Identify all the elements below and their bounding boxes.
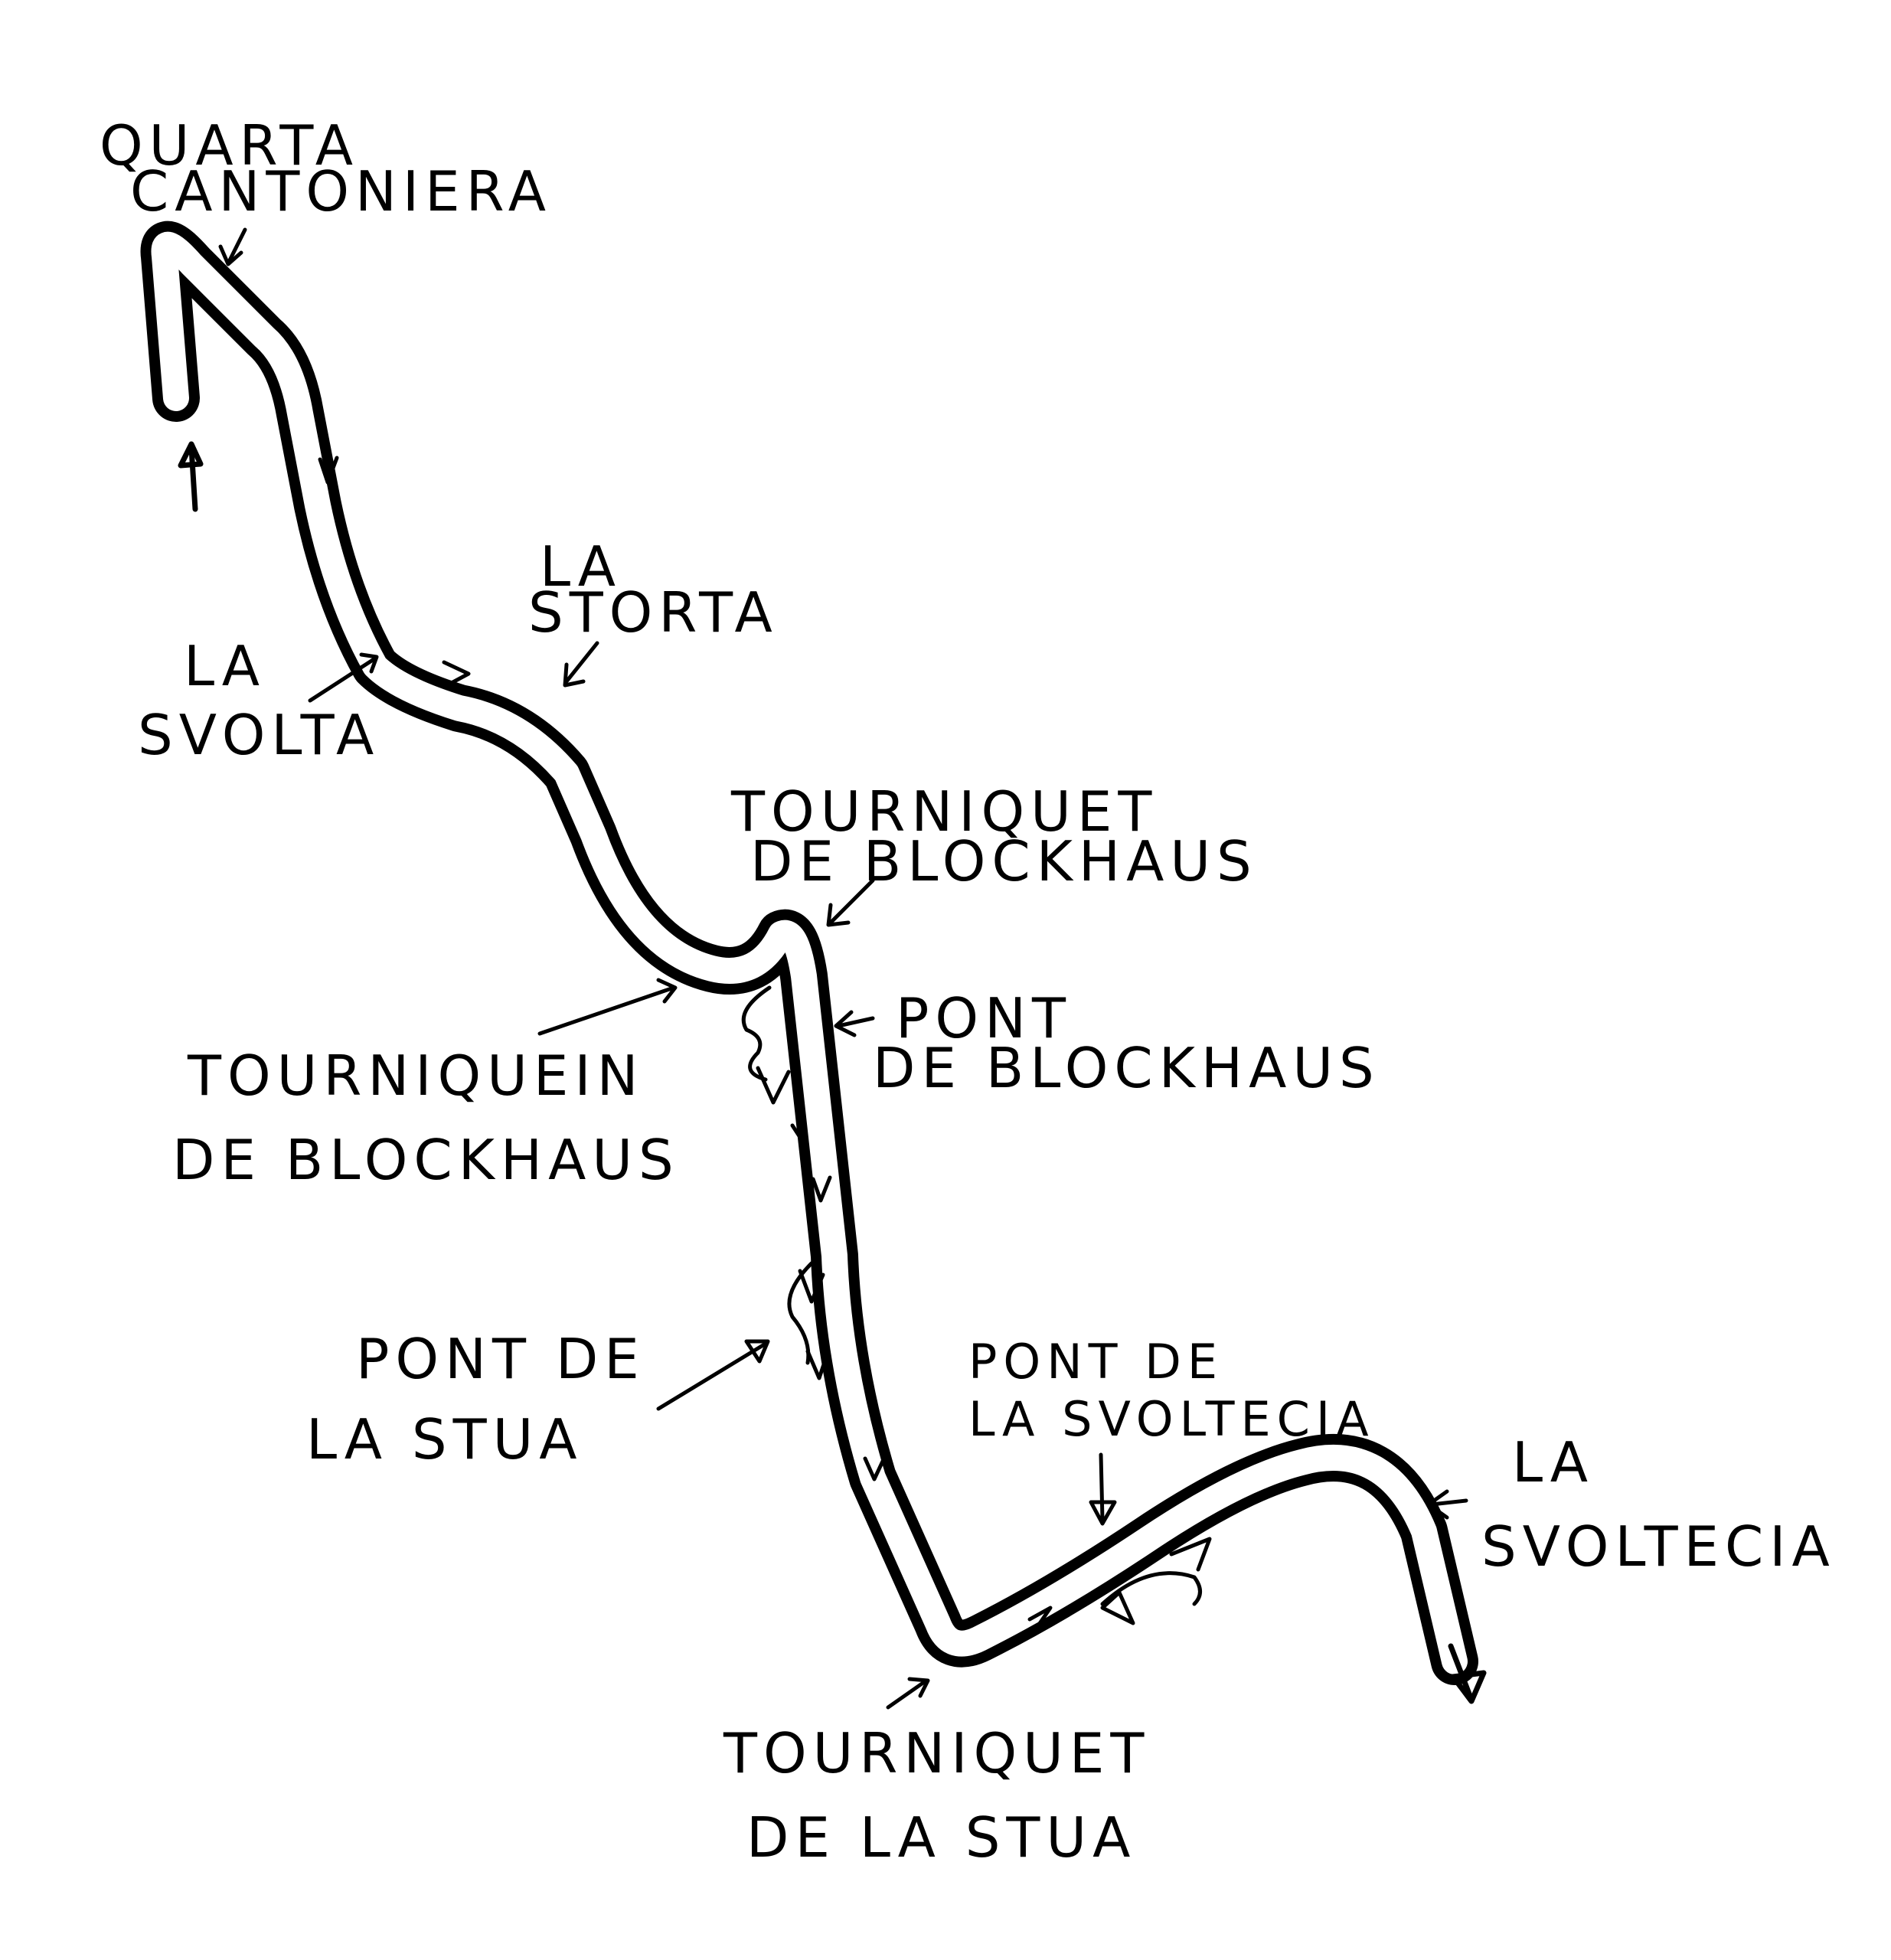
label-tourniquet-blockhaus-2: DE BLOCKHAUS — [750, 829, 1258, 893]
label-quarta-cantoniera-1: QUARTA — [100, 113, 359, 178]
label-la-svolta-2: SVOLTA — [138, 703, 380, 767]
label-tourniquein-blockhaus-1: TOURNIQUEIN — [187, 1044, 644, 1108]
label-pont-blockhaus-2: DE BLOCKHAUS — [873, 1036, 1380, 1100]
pointer-arrows — [218, 227, 1468, 1710]
label-la-storta-1: LA — [540, 534, 622, 599]
label-la-svoltecia-1: LA — [1512, 1430, 1594, 1494]
bridge-marks — [741, 985, 1212, 1625]
label-la-storta-2: STORTA — [528, 580, 779, 645]
label-quarta-cantoniera-2: CANTONIERA — [130, 159, 552, 224]
road — [140, 221, 1478, 1685]
label-tourniquet-de-la-stua-2: DE LA STUA — [746, 1805, 1136, 1870]
label-pont-de-la-svoltecia-1: PONT DE — [968, 1334, 1223, 1390]
label-pont-blockhaus-1: PONT — [896, 986, 1072, 1050]
map-labels: QUARTA CANTONIERA LA STORTA LA SVOLTA TO… — [100, 113, 1836, 1870]
label-tourniquet-de-la-stua-1: TOURNIQUET — [723, 1721, 1150, 1785]
start-arrow-icon — [178, 441, 204, 512]
label-tourniquein-blockhaus-2: DE BLOCKHAUS — [172, 1128, 680, 1192]
end-arrow-icon — [1448, 1643, 1487, 1704]
label-pont-de-la-svoltecia-2: LA SVOLTECIA — [968, 1391, 1375, 1447]
label-la-svoltecia-2: SVOLTECIA — [1481, 1514, 1836, 1579]
direction-arrows — [318, 456, 1053, 1635]
label-la-svolta-1: LA — [184, 634, 266, 698]
label-tourniquet-blockhaus-1: TOURNIQUET — [730, 779, 1158, 844]
label-pont-de-la-stua-1: PONT DE — [356, 1327, 645, 1391]
label-pont-de-la-stua-2: LA STUA — [306, 1407, 583, 1472]
